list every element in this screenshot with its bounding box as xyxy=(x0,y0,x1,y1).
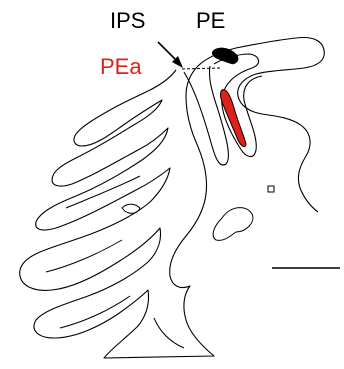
label-pe: PE xyxy=(196,8,225,33)
pe-region-marker xyxy=(212,48,238,64)
inner-fold-3 xyxy=(60,296,130,328)
inner-fold-4 xyxy=(154,318,184,348)
cortex-outline xyxy=(20,38,325,359)
inner-fold-1 xyxy=(66,176,140,208)
pe-sulcus xyxy=(214,54,262,157)
pea-region-marker xyxy=(221,90,247,147)
island-right-small xyxy=(268,186,274,192)
label-pea: PEa xyxy=(100,54,142,79)
area-boundary-dashed xyxy=(182,68,222,69)
label-ips: IPS xyxy=(110,8,145,33)
island-small xyxy=(122,204,140,213)
ips-sulcus-lip xyxy=(184,66,228,165)
island-right xyxy=(213,208,253,241)
